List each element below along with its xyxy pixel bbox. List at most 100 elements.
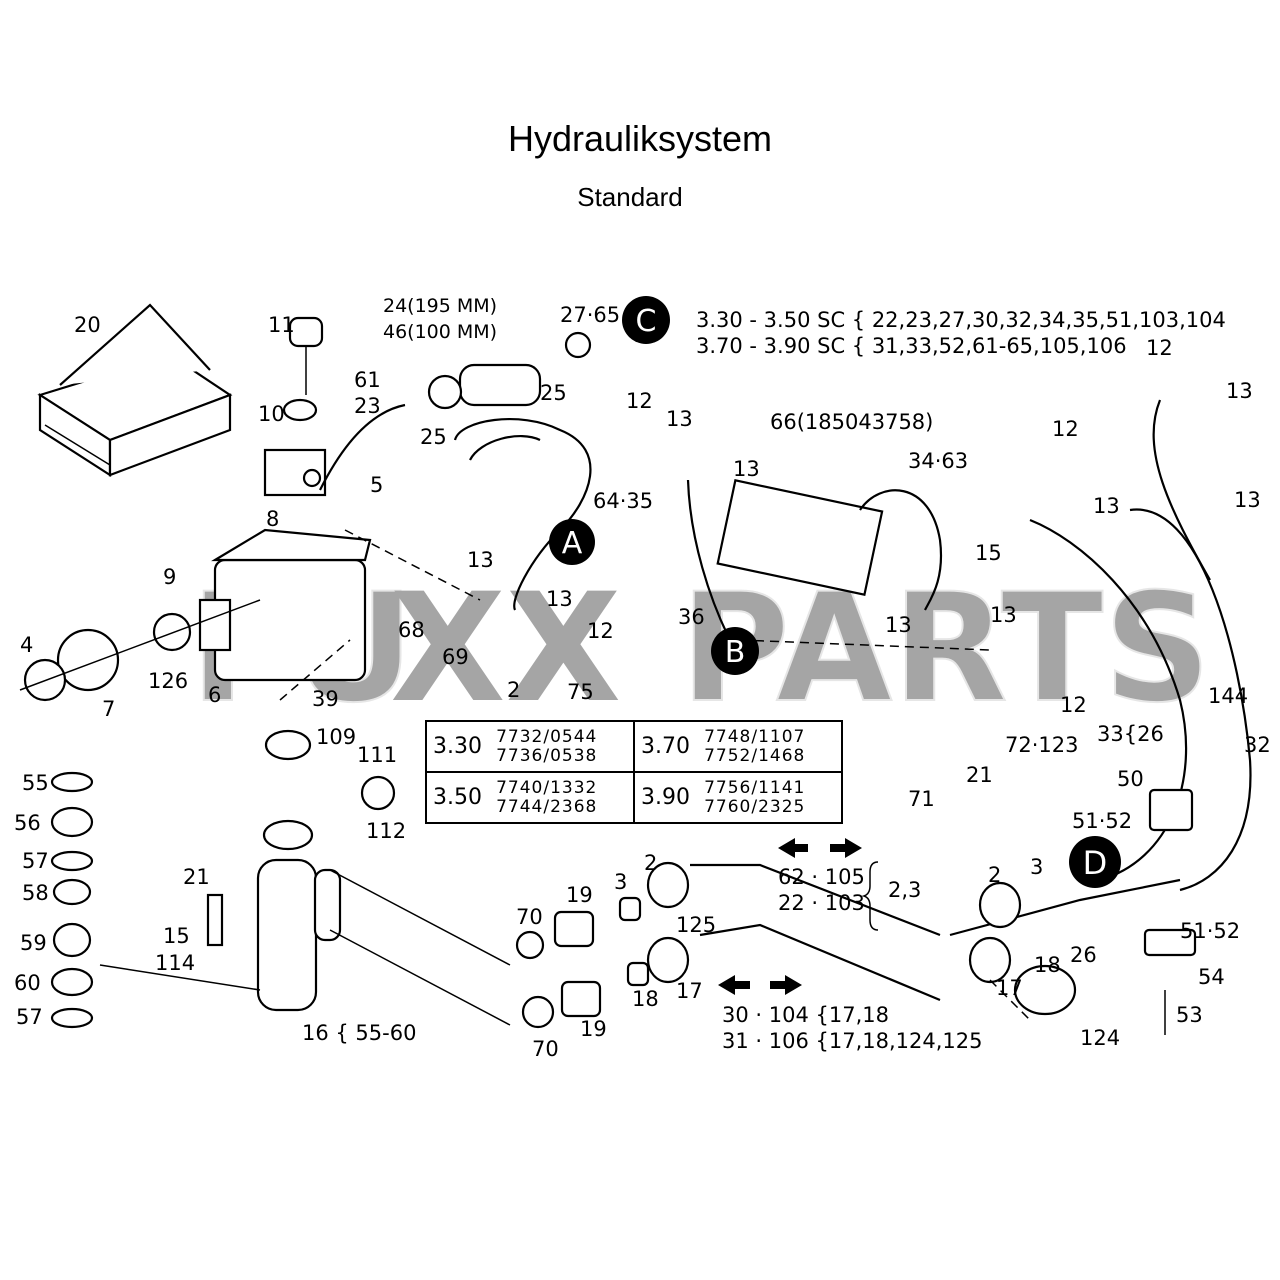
- part-label: 70: [532, 1037, 559, 1061]
- part-label: 144: [1208, 684, 1248, 708]
- part-label: 125: [676, 913, 716, 937]
- part-label: 51·52: [1072, 809, 1132, 833]
- part-label: 70: [516, 905, 543, 929]
- part-label: 32: [1244, 733, 1271, 757]
- model-note-line1: 3.30 - 3.50 SC { 22,23,27,30,32,34,35,51…: [696, 308, 1226, 332]
- part-label: 25: [540, 381, 567, 405]
- part-label: 57: [22, 849, 49, 873]
- part-label: 54: [1198, 965, 1225, 989]
- part-label: 13: [546, 587, 573, 611]
- part-label: 13: [666, 407, 693, 431]
- part-label: 69: [442, 645, 469, 669]
- part-label: 2: [644, 851, 657, 875]
- part-label: 55: [22, 771, 49, 795]
- ref-letter-d: D: [1083, 844, 1108, 882]
- part-label: 9: [163, 565, 176, 589]
- part-label: 2: [507, 678, 520, 702]
- part-label: 12: [626, 389, 653, 413]
- model-note-line2: 3.70 - 3.90 SC { 31,33,52,61-65,105,106: [696, 334, 1127, 358]
- part-label: 75: [567, 680, 594, 704]
- svg-text:PARTS: PARTS: [680, 562, 1211, 736]
- hose-note-24: 24(195 MM): [383, 295, 497, 317]
- part-label: 16 { 55-60: [302, 1021, 416, 1045]
- part-label: 21: [966, 763, 993, 787]
- part-label: 109: [316, 725, 356, 749]
- pipe-note-row4: 31 · 106 {17,18,124,125: [722, 1029, 983, 1053]
- part-label: 12: [1052, 417, 1079, 441]
- ref-letter-b: B: [725, 635, 746, 670]
- part-label: 26: [1070, 943, 1097, 967]
- brace-mark: [861, 861, 879, 931]
- ref-circle-A: A: [549, 519, 595, 565]
- part-label: 58: [22, 881, 49, 905]
- part-label: 11: [268, 313, 295, 337]
- part-label: 2: [988, 863, 1001, 887]
- part-label: 21: [183, 865, 210, 889]
- part-code: 7744/2368: [496, 796, 598, 817]
- part-label: 57: [16, 1005, 43, 1029]
- part-label: 51·52: [1180, 919, 1240, 943]
- part-label: 10: [258, 402, 285, 426]
- part-label: 61: [354, 368, 381, 392]
- part-label: 17: [996, 976, 1023, 1000]
- part-label: 12: [587, 619, 614, 643]
- part-label: 126: [148, 669, 188, 693]
- part-label: 13: [733, 457, 760, 481]
- model-number: 3.70: [641, 734, 690, 759]
- drive-gear-part: [19, 599, 261, 702]
- part-label: 18: [632, 987, 659, 1011]
- part-label: 23: [354, 394, 381, 418]
- model-number: 3.90: [641, 785, 690, 810]
- part-label: 66(185043758): [770, 410, 933, 434]
- direction-arrows: [718, 838, 862, 995]
- part-labels: 20 11 10 61 23 25 25 5 8 9 4 7 126 6 68 …: [14, 313, 1271, 1061]
- part-label: 6: [208, 683, 221, 707]
- pipe-note-row2: 22 · 103: [778, 891, 865, 915]
- part-label: 17: [676, 979, 703, 1003]
- hydraulic-pump-part: [198, 448, 372, 682]
- part-code: 7732/0544: [496, 726, 598, 747]
- part-label: 112: [366, 819, 406, 843]
- hose-note-46: 46(100 MM): [383, 321, 497, 343]
- part-label: 5: [370, 473, 383, 497]
- part-label: 114: [155, 951, 195, 975]
- part-code: 7748/1107: [704, 726, 806, 747]
- part-label: 56: [14, 811, 41, 835]
- part-label: 71: [908, 787, 935, 811]
- bolt-11-part: [282, 316, 324, 422]
- part-label: 72·123: [1005, 733, 1078, 757]
- page-subtitle: Standard: [577, 182, 683, 212]
- washer-stack-part: [50, 771, 94, 1029]
- part-label: 33{26: [1097, 722, 1164, 746]
- pipe-note-brace: 2,3: [888, 878, 921, 902]
- part-label: 8: [266, 507, 279, 531]
- part-label: 15: [163, 924, 190, 948]
- part-label: 13: [1093, 494, 1120, 518]
- model-number: 3.30: [433, 734, 482, 759]
- part-label: 111: [357, 743, 397, 767]
- part-label: 19: [566, 883, 593, 907]
- part-label: 13: [1226, 379, 1253, 403]
- part-label: 4: [20, 633, 33, 657]
- part-label: 19: [580, 1017, 607, 1041]
- leader-lines: [99, 529, 1031, 1026]
- pipe-note-row3: 30 · 104 {17,18: [722, 1003, 889, 1027]
- part-label: 13: [467, 548, 494, 572]
- part-code: 7760/2325: [704, 796, 806, 817]
- part-label: 50: [1117, 767, 1144, 791]
- part-label: 20: [74, 313, 101, 337]
- valve-body-part: [206, 729, 396, 1012]
- part-label: 15: [975, 541, 1002, 565]
- part-label: 13: [885, 613, 912, 637]
- part-label: 39: [312, 687, 339, 711]
- part-label: 3: [614, 870, 627, 894]
- part-label: 13: [990, 603, 1017, 627]
- part-label: 59: [20, 931, 47, 955]
- part-label: 68: [398, 618, 425, 642]
- part-label: 36: [678, 605, 705, 629]
